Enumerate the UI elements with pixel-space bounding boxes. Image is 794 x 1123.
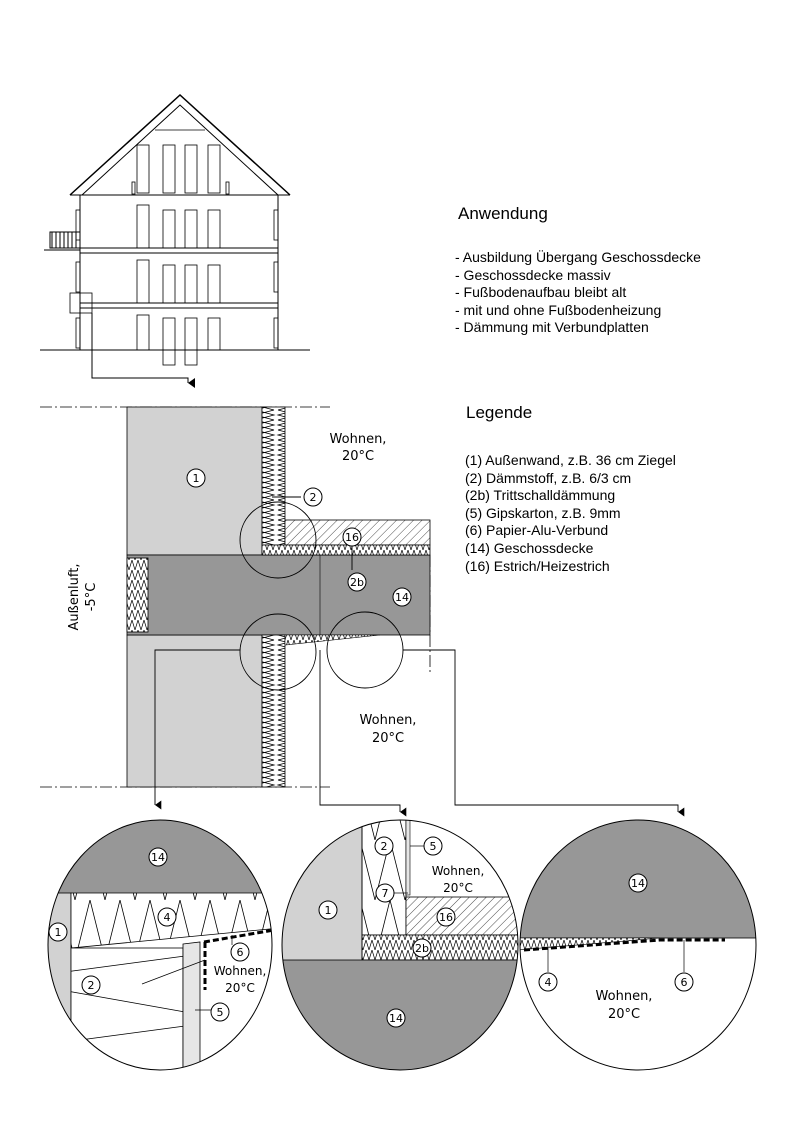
detail-middle-label-7: 7: [375, 883, 395, 903]
legend-item: (2) Dämmstoff, z.B. 6/3 cm: [465, 469, 632, 486]
legend-item: (6) Papier-Alu-Verbund: [465, 522, 609, 539]
detail-right-room-1: Wohnen,: [596, 989, 653, 1004]
outside-line1: Außenluft,: [67, 564, 82, 631]
legend-item: (16) Estrich/Heizestrich: [465, 557, 610, 574]
detail-left-label-6: 6: [230, 942, 250, 962]
detail-left-label-14: 14: [148, 847, 168, 867]
wall-insulation-lower: [261, 634, 286, 788]
house-elevation: [40, 93, 310, 388]
svg-text:1: 1: [325, 904, 332, 917]
room-top-line2: 20°C: [342, 449, 374, 464]
room-bottom-line1: Wohnen,: [360, 713, 417, 728]
svg-text:2b: 2b: [350, 576, 364, 589]
room-top-line1: Wohnen,: [330, 432, 387, 447]
legend-heading: Legende: [466, 403, 533, 422]
detail-right: [520, 820, 756, 1070]
svg-text:5: 5: [217, 1006, 224, 1019]
label-14: 14: [392, 587, 412, 607]
detail-left-label-4: 4: [157, 907, 177, 927]
legend-item: (14) Geschossdecke: [465, 539, 594, 556]
svg-text:16: 16: [439, 911, 453, 924]
label-1: 1: [186, 468, 206, 488]
legend-item: (2b) Trittschalldämmung: [465, 487, 616, 504]
detail-left-label-5: 5: [210, 1002, 230, 1022]
floor-slab: [126, 554, 431, 636]
detail-right-room-2: 20°C: [608, 1007, 640, 1022]
svg-text:16: 16: [345, 531, 359, 544]
detail-middle-room-2: 20°C: [443, 881, 473, 895]
application-item: - Dämmung mit Verbundplatten: [455, 319, 649, 336]
detail-middle-room-1: Wohnen,: [432, 864, 485, 878]
svg-text:7: 7: [382, 887, 389, 900]
label-16: 16: [342, 527, 362, 547]
detail-marker-middle[interactable]: [239, 501, 317, 579]
svg-text:5: 5: [430, 840, 437, 853]
application-list: - Ausbildung Übergang Geschossdecke - Ge…: [455, 249, 701, 337]
detail-right-label-4: 4: [538, 972, 558, 992]
svg-text:6: 6: [237, 946, 244, 959]
detail-middle-label-2: 2: [374, 836, 394, 856]
wall-insulation-upper: [261, 406, 286, 546]
detail-middle-label-14: 14: [386, 1008, 406, 1028]
application-item: - mit und ohne Fußbodenheizung: [455, 301, 662, 318]
label-2b: 2b: [347, 572, 367, 592]
svg-text:1: 1: [55, 926, 62, 939]
outside-line2: -5°C: [84, 583, 99, 612]
legend-item: (1) Außenwand, z.B. 36 cm Ziegel: [465, 452, 676, 468]
detail-left-label-1: 1: [48, 922, 68, 942]
detail-middle-label-16: 16: [436, 907, 456, 927]
application-heading: Anwendung: [458, 204, 548, 223]
legend-item: (5) Gipskarton, z.B. 9mm: [465, 504, 621, 521]
svg-text:4: 4: [164, 911, 171, 924]
detail-right-label-14: 14: [628, 873, 648, 893]
detail-left-label-2: 2: [81, 975, 101, 995]
detail-right-label-6: 6: [674, 972, 694, 992]
detail-marker-left[interactable]: [239, 613, 317, 691]
application-item: - Ausbildung Übergang Geschossdecke: [455, 249, 701, 265]
svg-text:2b: 2b: [415, 942, 429, 955]
svg-text:14: 14: [389, 1012, 403, 1025]
slab-edge-insulation: [126, 557, 149, 633]
detail-middle-label-5: 5: [423, 836, 443, 856]
application-item: - Fußbodenaufbau bleibt alt: [455, 284, 627, 301]
label-2: 2: [303, 487, 323, 507]
svg-text:6: 6: [681, 976, 688, 989]
detail-middle-label-2b: 2b: [412, 938, 432, 958]
detail-middle: [282, 820, 518, 1070]
svg-text:2: 2: [310, 491, 317, 504]
detail-left-room-1: Wohnen,: [214, 964, 267, 978]
svg-text:4: 4: [545, 976, 552, 989]
svg-text:14: 14: [631, 877, 645, 890]
room-bottom-line2: 20°C: [372, 731, 404, 746]
exterior-wall-lower: [126, 634, 263, 788]
detail-middle-label-1: 1: [318, 900, 338, 920]
svg-text:14: 14: [151, 851, 165, 864]
svg-text:14: 14: [395, 591, 409, 604]
main-section: Wohnen, 20°C Wohnen, 20°C Außenluft, -5°…: [40, 406, 685, 817]
detail-left-room-2: 20°C: [225, 981, 255, 995]
svg-text:1: 1: [193, 472, 200, 485]
ceiling-insulation: [284, 634, 381, 646]
application-item: - Geschossdecke massiv: [455, 266, 611, 283]
legend-list: (1) Außenwand, z.B. 36 cm Ziegel (2) Däm…: [465, 452, 676, 575]
svg-text:2: 2: [381, 840, 388, 853]
svg-text:2: 2: [88, 979, 95, 992]
impact-insulation: [261, 544, 431, 556]
